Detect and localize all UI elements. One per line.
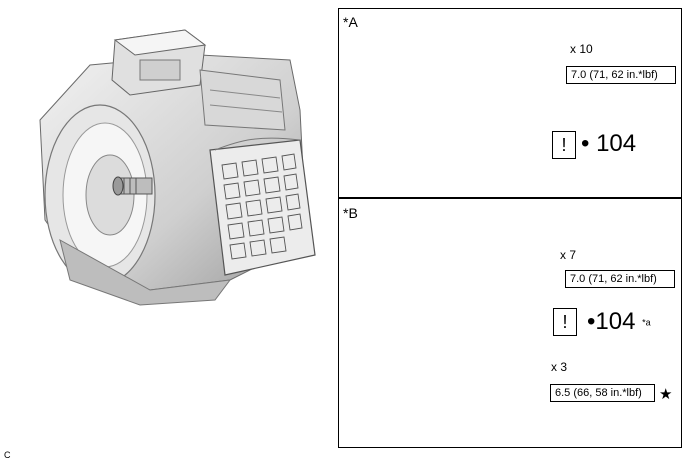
star-icon: ★ [659, 385, 673, 403]
panel-a-label: *A [343, 14, 358, 30]
bolt-quantity-b-main: x 7 [560, 248, 577, 262]
warning-box-b: ! [553, 308, 577, 336]
part-number-b-text: •104 [587, 308, 636, 335]
panel-b-label: *B [343, 205, 358, 221]
panel-a [338, 8, 682, 198]
torque-spec-a: 7.0 (71, 62 in.*lbf) [566, 66, 676, 84]
bolt-quantity-a: x 10 [570, 42, 593, 56]
warning-box-a: ! [552, 131, 576, 159]
part-number-b: •104 *a [587, 308, 651, 336]
panel-b [338, 198, 682, 448]
bolt-quantity-b-special: x 3 [551, 360, 568, 374]
part-number-a: • 104 [581, 130, 637, 157]
figure-code: C [4, 450, 11, 460]
torque-spec-b-special: 6.5 (66, 58 in.*lbf) [550, 384, 655, 402]
part-note-b: *a [642, 317, 651, 328]
torque-spec-b-main: 7.0 (71, 62 in.*lbf) [565, 270, 675, 288]
transmission-housing [39, 29, 316, 306]
